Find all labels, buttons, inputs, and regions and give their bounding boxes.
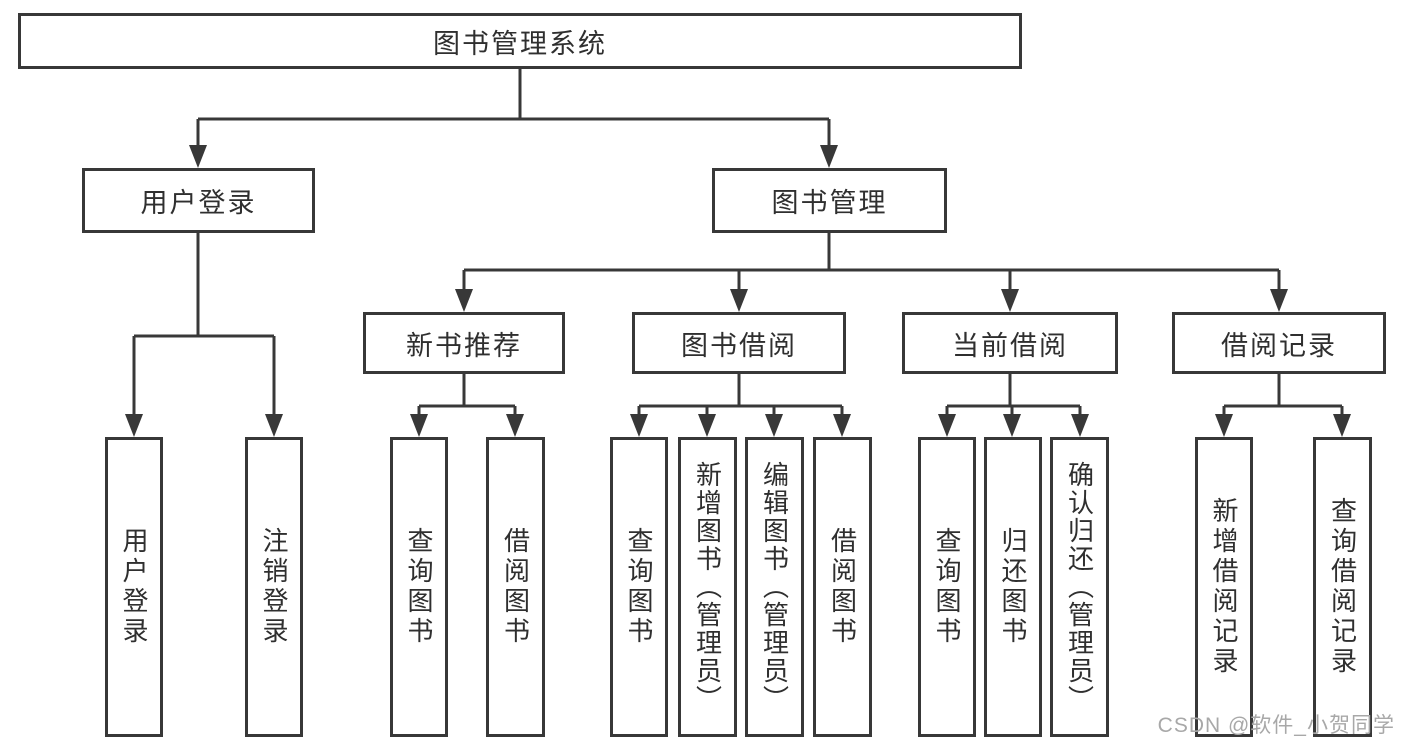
- leaf-logout-label: 注销登录: [259, 527, 289, 647]
- arrowheads: [125, 145, 1351, 437]
- node-user-login: 用户登录: [82, 168, 315, 233]
- leaf-return-books: 归还图书: [984, 437, 1042, 737]
- leaf-borrow-books-label: 借阅图书: [827, 527, 858, 647]
- leaf-query-books: 查询图书: [610, 437, 668, 737]
- leaf-add-books-admin-label: 新增图书（管理员）: [692, 461, 723, 713]
- leaf-user-login: 用户登录: [105, 437, 163, 737]
- node-borrow-records-label: 借阅记录: [1221, 330, 1337, 361]
- leaf-add-borrow-record: 新增借阅记录: [1195, 437, 1253, 737]
- leaf-edit-books-admin-label: 编辑图书（管理员）: [759, 461, 790, 713]
- node-user-login-label: 用户登录: [140, 188, 257, 218]
- leaf-borrow-books: 借阅图书: [486, 437, 545, 737]
- leaf-query-books-label: 查询图书: [404, 527, 434, 647]
- node-book-borrow-label: 图书借阅: [681, 330, 797, 361]
- node-current-borrow: 当前借阅: [902, 312, 1118, 374]
- leaf-query-books: 查询图书: [918, 437, 976, 737]
- node-new-book-recommend-label: 新书推荐: [406, 330, 522, 361]
- node-library-system: 图书管理系统: [18, 13, 1022, 69]
- csdn-watermark: CSDN @软件_小贺同学: [1157, 714, 1395, 737]
- leaf-confirm-return-admin-label: 确认归还（管理员）: [1064, 461, 1095, 713]
- leaf-borrow-books: 借阅图书: [813, 437, 872, 737]
- node-current-borrow-label: 当前借阅: [952, 330, 1068, 361]
- node-book-borrow: 图书借阅: [632, 312, 846, 374]
- leaf-add-borrow-record-label: 新增借阅记录: [1209, 497, 1239, 677]
- leaf-query-books-label: 查询图书: [932, 527, 962, 647]
- leaf-borrow-books-label: 借阅图书: [500, 527, 531, 647]
- leaf-query-books: 查询图书: [390, 437, 448, 737]
- leaf-user-login-label: 用户登录: [119, 527, 149, 647]
- leaf-edit-books-admin: 编辑图书（管理员）: [745, 437, 804, 737]
- leaf-query-borrow-record: 查询借阅记录: [1313, 437, 1372, 737]
- leaf-confirm-return-admin: 确认归还（管理员）: [1050, 437, 1109, 737]
- leaf-logout: 注销登录: [245, 437, 303, 737]
- leaf-query-books-label: 查询图书: [624, 527, 654, 647]
- node-book-management: 图书管理: [712, 168, 947, 233]
- leaf-add-books-admin: 新增图书（管理员）: [678, 437, 737, 737]
- node-borrow-records: 借阅记录: [1172, 312, 1386, 374]
- node-new-book-recommend: 新书推荐: [363, 312, 565, 374]
- node-book-management-label: 图书管理: [771, 188, 888, 218]
- node-library-system-label: 图书管理系统: [433, 28, 607, 59]
- leaf-query-borrow-record-label: 查询借阅记录: [1327, 497, 1358, 677]
- leaf-return-books-label: 归还图书: [998, 527, 1028, 647]
